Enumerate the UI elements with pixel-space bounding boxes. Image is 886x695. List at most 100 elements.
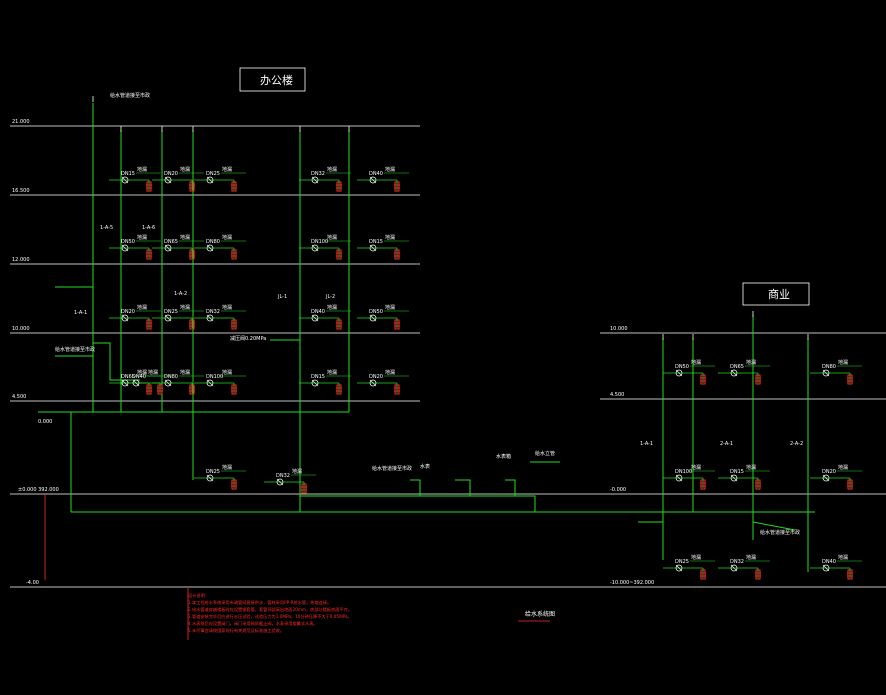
- fixture-label: 地漏: [327, 166, 337, 173]
- mid-note: 减压阀0.20MPa: [230, 335, 266, 342]
- water-meter-icon: [369, 244, 377, 252]
- top-note: 给水管道接至市政: [110, 92, 150, 99]
- dn-label: DN65: [164, 239, 178, 245]
- fixture-trap-icon: [146, 181, 152, 192]
- meter-run: [300, 495, 536, 512]
- dn-label: DN25: [206, 171, 220, 177]
- fixture-label: 地漏: [137, 369, 147, 376]
- meter-note-4: 给水立管: [535, 450, 555, 457]
- dn-label: DN20: [369, 374, 383, 380]
- pipe-labels: DN15地漏DN20地漏DN25地漏DN32地漏DN40地漏DN50地漏DN65…: [121, 166, 848, 565]
- fixture-label: 地漏: [327, 234, 337, 241]
- water-meter-icon: [822, 369, 830, 377]
- water-meter-icon: [121, 176, 129, 184]
- dn-label: DN100: [206, 374, 223, 380]
- meter-slash: [311, 379, 319, 387]
- dn-label: DN40: [822, 559, 836, 565]
- pipe-id-4: 1-A-2: [174, 291, 187, 297]
- dn-label: DN15: [311, 374, 325, 380]
- meter-cluster-labels: 给水管道接至市政 水表 水表箱 给水立管 给水管道接至市政 减压阀0.20MPa…: [55, 92, 800, 536]
- fixture-trap-icon: [847, 374, 853, 385]
- level-tag-r3: -0.000: [610, 487, 626, 493]
- meter-slash: [164, 379, 172, 387]
- fixture-trap-icon: [336, 249, 342, 260]
- fixture-label: 地漏: [838, 464, 848, 471]
- fixture-trap-icon: [231, 249, 237, 260]
- meter-slash: [311, 314, 319, 322]
- dn-label: DN15: [730, 469, 744, 475]
- fixture-trap-icon: [394, 249, 400, 260]
- meter-slash: [730, 369, 738, 377]
- pipe-id-3: 1-A-1: [74, 310, 87, 316]
- water-meter-icon: [164, 244, 172, 252]
- fixture-label: 地漏: [746, 464, 756, 471]
- water-meter-icon: [121, 314, 129, 322]
- fixture-trap-icon: [700, 374, 706, 385]
- fixture-trap-icon: [231, 319, 237, 330]
- meter-slash: [311, 244, 319, 252]
- fixture-trap-icon: [755, 569, 761, 580]
- notes-line-2: 2.给水管道穿越楼板时应设置钢套管，套管顶部高出地面20mm，底部与楼板底面平齐…: [188, 606, 352, 613]
- fixtures: [92, 96, 853, 580]
- meter-slash: [132, 379, 140, 387]
- meter-slash: [369, 379, 377, 387]
- shop-title-box: 商业: [742, 282, 810, 306]
- water-meter-icon: [121, 244, 129, 252]
- dn-label: DN80: [206, 239, 220, 245]
- red-dimension-lines: [44, 494, 189, 640]
- dn-label: DN32: [276, 473, 290, 479]
- pipe-id-6: JL-2: [325, 294, 335, 300]
- water-meter-icon: [132, 379, 140, 387]
- water-meter-icon: [369, 176, 377, 184]
- meter-slash: [369, 314, 377, 322]
- fixture-trap-icon: [301, 483, 307, 494]
- fixture-trap-icon: [189, 249, 195, 260]
- risers-office: [70, 103, 350, 512]
- water-meter-icon: [164, 176, 172, 184]
- risers-shop: [662, 315, 809, 572]
- dn-label: DN100: [675, 469, 692, 475]
- dn-label: DN40: [369, 171, 383, 177]
- fixture-trap-icon: [157, 384, 163, 395]
- dn-label: DN80: [822, 364, 836, 370]
- meter-slash: [206, 474, 214, 482]
- dn-label: DN100: [311, 239, 328, 245]
- fixture-label: 地漏: [137, 166, 147, 173]
- water-meter-icon: [311, 314, 319, 322]
- fixture-label: 地漏: [292, 468, 302, 475]
- meter-slash: [675, 564, 683, 572]
- fixture-label: 地漏: [838, 554, 848, 561]
- fixture-label: 地漏: [838, 359, 848, 366]
- pipe-id-8: 2-A-1: [720, 441, 733, 447]
- dn-label: DN32: [206, 309, 220, 315]
- office-title: 办公楼: [260, 73, 293, 87]
- meter-run-c: [505, 479, 516, 496]
- level-tag-r4: -10.000~392.000: [610, 580, 654, 586]
- pipe-id-7: 1-A-1: [640, 441, 653, 447]
- meter-slash: [369, 244, 377, 252]
- fixture-label: 地漏: [222, 369, 232, 376]
- fixture-trap-icon: [189, 384, 195, 395]
- meter-slash: [369, 176, 377, 184]
- dn-label: DN25: [675, 559, 689, 565]
- fixture-label: 地漏: [385, 234, 395, 241]
- fixture-trap-icon: [146, 384, 152, 395]
- meter-slash: [206, 314, 214, 322]
- shop-branch: [752, 521, 796, 531]
- dn-label: DN15: [369, 239, 383, 245]
- dn-label: DN15: [121, 171, 135, 177]
- fixture-label: 地漏: [180, 304, 190, 311]
- dn-label: DN50: [675, 364, 689, 370]
- meter-note-1: 给水管道接至市政: [372, 465, 412, 472]
- shop-note: 给水管道接至市政: [760, 529, 800, 536]
- meter-slash: [164, 314, 172, 322]
- level-tag-ground: ±0.000 392.000: [18, 487, 59, 493]
- dn-label: DN80: [164, 374, 178, 380]
- dn-label: DN40: [132, 374, 146, 380]
- level-tag-1: 21.000: [12, 119, 30, 125]
- notes-line-4: 4.水表前后应设置阀门，阀门采用铜质截止阀，水表采用旋翼式水表。: [188, 620, 318, 627]
- inlet-note: 给水管道接至市政: [55, 346, 95, 353]
- level-tag-3: 12.000: [12, 257, 30, 263]
- dn-label: DN32: [311, 171, 325, 177]
